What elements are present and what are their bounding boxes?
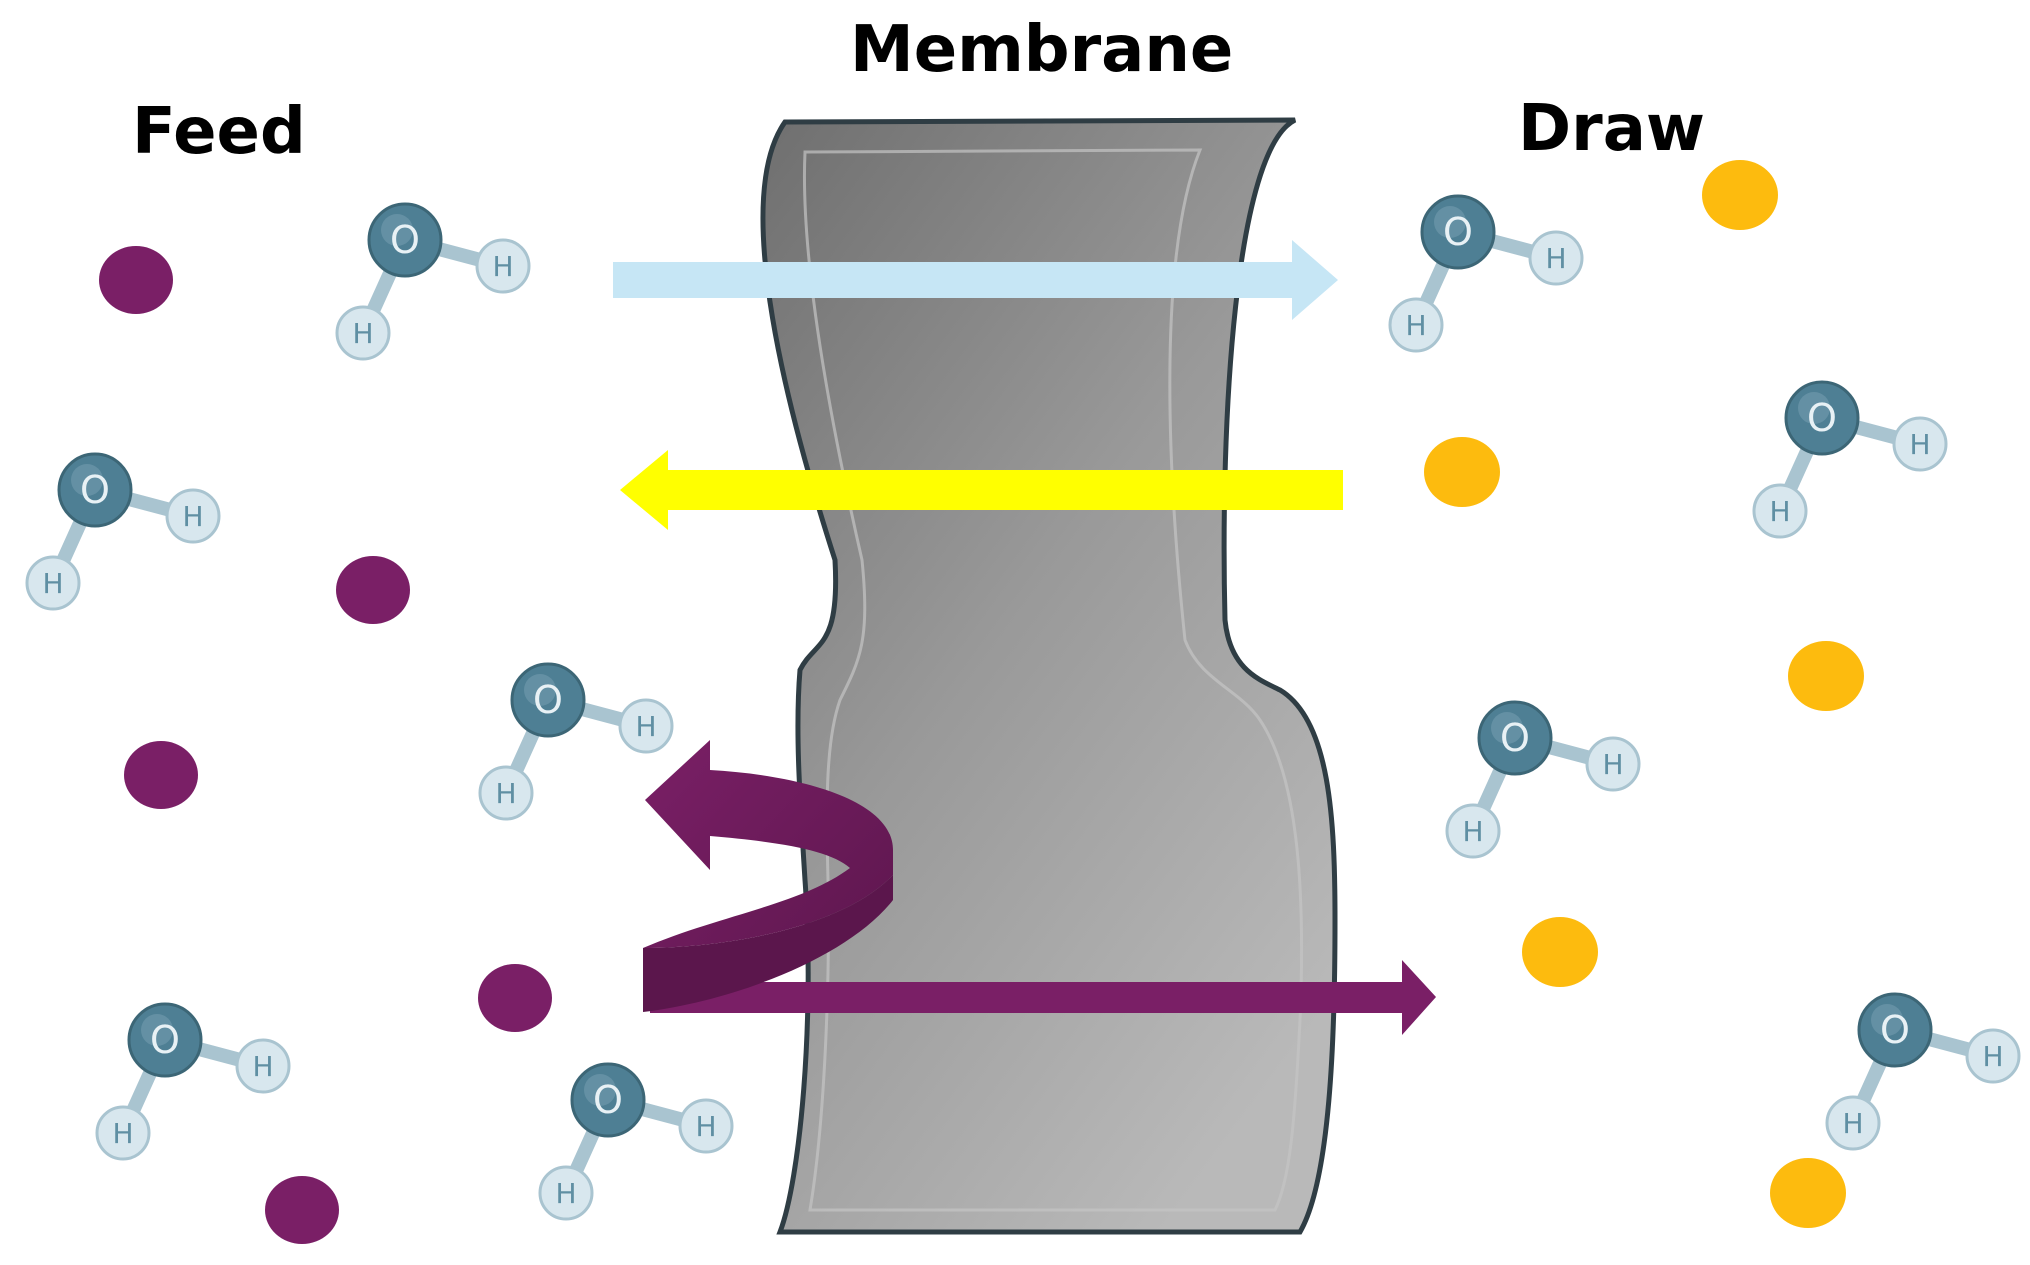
water-molecule: H H O: [478, 662, 674, 821]
hydrogen-symbol: H: [352, 317, 373, 350]
hydrogen-symbol: H: [1842, 1107, 1863, 1140]
hydrogen-atom: [538, 1165, 594, 1221]
hydrogen-symbol: H: [1405, 309, 1426, 342]
hydrogen-symbol: H: [555, 1177, 576, 1210]
water-molecule: H H O: [538, 1062, 734, 1221]
hydrogen-symbol: H: [492, 250, 513, 283]
hydrogen-symbol: H: [1982, 1040, 2003, 1073]
hydrogen-symbol: H: [1769, 495, 1790, 528]
oxygen-symbol: O: [1880, 1008, 1910, 1052]
hydrogen-atom: [235, 1038, 291, 1094]
feed-label: Feed: [132, 95, 306, 169]
oxygen-highlight: [1434, 206, 1466, 238]
hydrogen-symbol: H: [695, 1110, 716, 1143]
hydrogen-atom: [678, 1098, 734, 1154]
hydrogen-symbol: H: [1545, 242, 1566, 275]
oxygen-symbol: O: [1500, 716, 1530, 760]
water-molecule: H H O: [335, 202, 531, 361]
hydrogen-atom: [1445, 803, 1501, 859]
solute-rejection-curl-arrow: [643, 740, 893, 1012]
feed-solute-particle: [124, 741, 198, 809]
feed-solute-particle: [336, 556, 410, 624]
oxygen-highlight: [1871, 1004, 1903, 1036]
hydrogen-atom: [1825, 1095, 1881, 1151]
water-molecule: H H O: [25, 452, 221, 611]
oxygen-symbol: O: [593, 1078, 623, 1122]
hydrogen-symbol: H: [1602, 748, 1623, 781]
draw-solute-particle: [1770, 1158, 1846, 1228]
oxygen-highlight: [584, 1074, 616, 1106]
hydrogen-atom: [618, 698, 674, 754]
hydrogen-symbol: H: [182, 500, 203, 533]
oxygen-symbol: O: [390, 218, 420, 262]
water-molecule: H H O: [95, 1002, 291, 1161]
forward-solute-flux-arrow: [650, 960, 1436, 1035]
draw-solute-particle: [1522, 917, 1598, 987]
oxygen-highlight: [1798, 392, 1830, 424]
oxygen-symbol: O: [1807, 396, 1837, 440]
hydrogen-atom: [335, 305, 391, 361]
hydrogen-atom: [1528, 230, 1584, 286]
water-molecule-layer: H H O H H O H H O H H O H H O H H O H H O H H O H H O: [25, 194, 2021, 1221]
hydrogen-symbol: H: [112, 1117, 133, 1150]
hydrogen-symbol: H: [635, 710, 656, 743]
hydrogen-atom: [25, 555, 81, 611]
hydrogen-atom: [1752, 483, 1808, 539]
water-molecule: H H O: [1388, 194, 1584, 353]
draw-solute-particle: [1702, 160, 1778, 230]
hydrogen-atom: [1892, 416, 1948, 472]
hydrogen-atom: [1388, 297, 1444, 353]
water-molecule: H H O: [1825, 992, 2021, 1151]
hydrogen-symbol: H: [495, 777, 516, 810]
hydrogen-symbol: H: [1462, 815, 1483, 848]
oxygen-symbol: O: [1443, 210, 1473, 254]
membrane-label: Membrane: [850, 13, 1234, 87]
hydrogen-atom: [475, 238, 531, 294]
reverse-solute-flux-arrow: [620, 450, 1343, 530]
hydrogen-symbol: H: [1909, 428, 1930, 461]
draw-label: Draw: [1518, 92, 1705, 166]
oxygen-highlight: [524, 674, 556, 706]
hydrogen-atom: [1965, 1028, 2021, 1084]
oxygen-highlight: [141, 1014, 173, 1046]
water-molecule: H H O: [1752, 380, 1948, 539]
oxygen-highlight: [1491, 712, 1523, 744]
hydrogen-atom: [165, 488, 221, 544]
oxygen-symbol: O: [80, 468, 110, 512]
oxygen-highlight: [381, 214, 413, 246]
hydrogen-atom: [1585, 736, 1641, 792]
hydrogen-atom: [478, 765, 534, 821]
hydrogen-atom: [95, 1105, 151, 1161]
oxygen-symbol: O: [533, 678, 563, 722]
oxygen-highlight: [71, 464, 103, 496]
particle-layer: [99, 160, 1864, 1244]
oxygen-symbol: O: [150, 1018, 180, 1062]
draw-solute-particle: [1788, 641, 1864, 711]
hydrogen-symbol: H: [42, 567, 63, 600]
water-flux-arrow: [613, 240, 1338, 320]
water-molecule: H H O: [1445, 700, 1641, 859]
feed-solute-particle: [99, 246, 173, 314]
feed-solute-particle: [478, 964, 552, 1032]
draw-solute-particle: [1424, 437, 1500, 507]
membrane-sheet: [760, 117, 1338, 1235]
feed-solute-particle: [265, 1176, 339, 1244]
hydrogen-symbol: H: [252, 1050, 273, 1083]
